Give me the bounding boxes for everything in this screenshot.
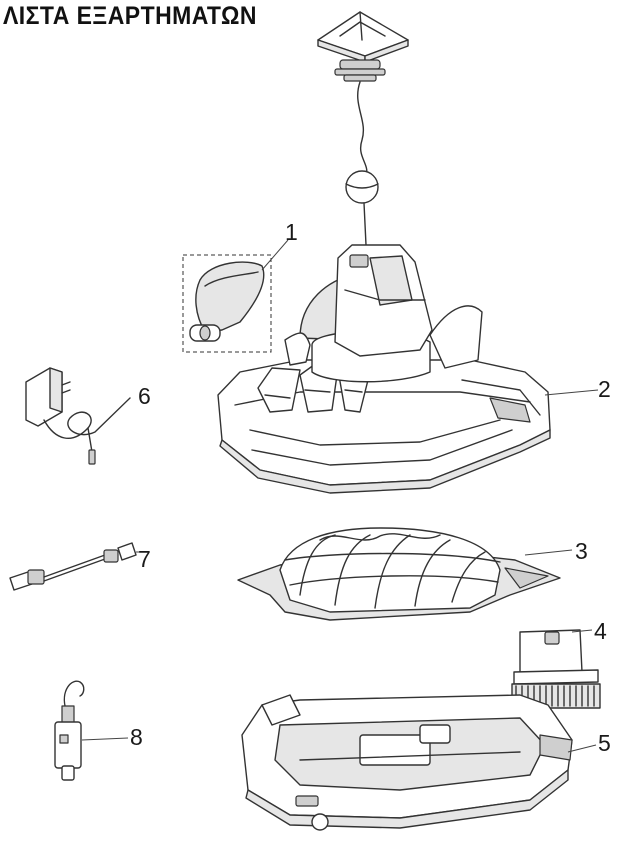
hook-handle-part	[54, 680, 129, 781]
callout-4: 4	[594, 618, 607, 644]
callout-6: 6	[138, 383, 151, 409]
robot-base-part	[241, 694, 597, 831]
swivel-float-part	[317, 11, 409, 246]
page-title: ΛΙΣΤΑ ΕΞΑΡΤΗΜΑΤΩΝ	[3, 2, 257, 30]
callout-2: 2	[598, 376, 611, 402]
callout-5: 5	[598, 730, 611, 756]
cable-part	[9, 542, 140, 591]
callout-1: 1	[285, 219, 298, 245]
callout-7: 7	[138, 546, 151, 572]
filter-flap-part	[182, 239, 289, 353]
callout-8: 8	[130, 724, 143, 750]
callout-3: 3	[575, 538, 588, 564]
brush-part	[511, 629, 601, 709]
filter-basket-part	[237, 527, 573, 621]
power-adapter-part	[25, 367, 131, 465]
robot-body-part	[217, 244, 599, 494]
